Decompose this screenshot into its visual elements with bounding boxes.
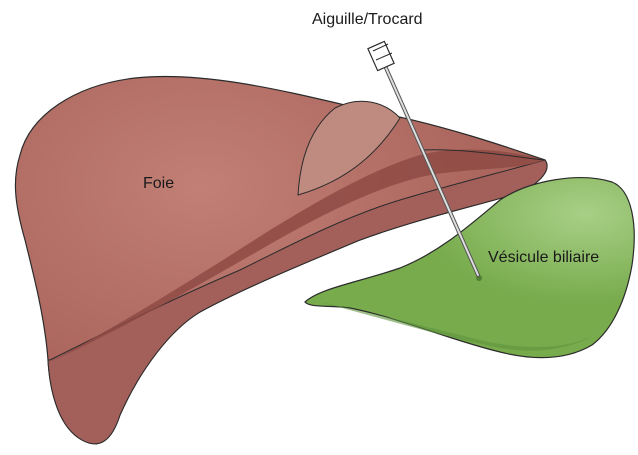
needle-label: Aiguille/Trocard: [312, 12, 423, 28]
liver-label: Foie: [143, 176, 174, 192]
gallbladder-label: Vésicule biliaire: [488, 250, 599, 266]
needle-hub: [368, 41, 394, 70]
